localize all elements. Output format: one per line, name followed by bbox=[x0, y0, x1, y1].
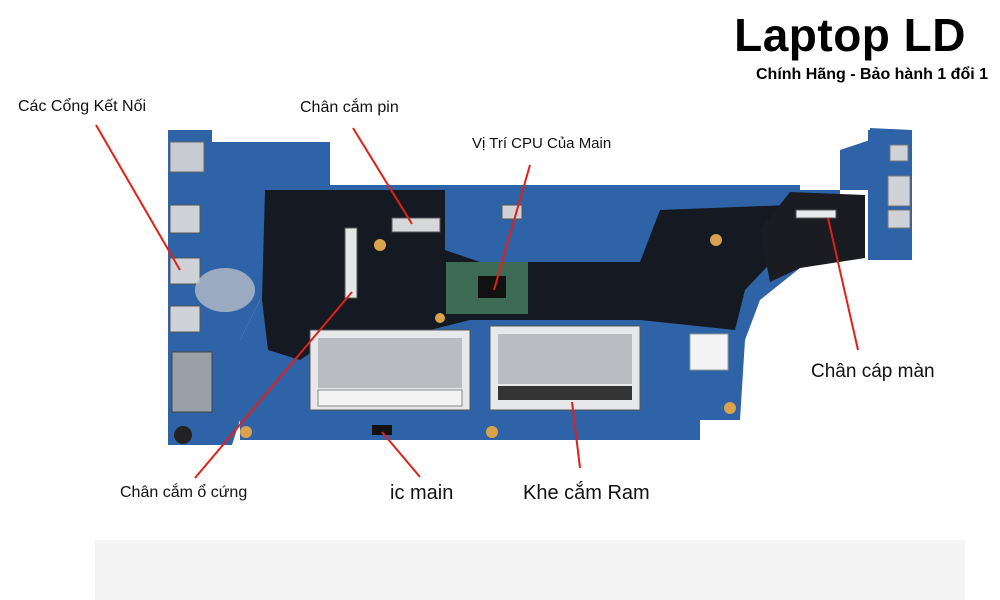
fan-connector bbox=[501, 204, 523, 220]
brand-title: Laptop LD bbox=[734, 9, 966, 61]
ram-left-heatsink bbox=[318, 338, 462, 388]
mount-hole bbox=[374, 239, 386, 251]
port-usb-2 bbox=[169, 305, 201, 333]
pointer-display bbox=[827, 217, 859, 351]
battery-connector-shape bbox=[391, 217, 441, 233]
label-display-connector: Chân cáp màn bbox=[811, 361, 935, 382]
m2-slot bbox=[344, 227, 358, 299]
board-sticker bbox=[689, 333, 729, 371]
label-cpu-location: Vị Trí CPU Của Main bbox=[472, 135, 612, 152]
ram-right-heatsink bbox=[498, 334, 632, 384]
display-connector-shape bbox=[795, 209, 837, 219]
label-main-ic: ic main bbox=[390, 482, 454, 504]
label-hdd-connector: Chân cắm ổ cứng bbox=[120, 484, 248, 501]
port-hdmi bbox=[169, 204, 201, 234]
mount-hole bbox=[435, 313, 445, 323]
pointer-hdd bbox=[194, 291, 353, 479]
background-panel bbox=[95, 540, 965, 600]
port-top bbox=[169, 141, 205, 173]
mount-hole bbox=[240, 426, 252, 438]
board-glare bbox=[195, 268, 255, 312]
label-ports: Các Cổng Kết Nối bbox=[18, 98, 147, 115]
label-ram-slot: Khe cắm Ram bbox=[523, 482, 650, 504]
pointer-cpu bbox=[493, 164, 531, 291]
pointer-battery bbox=[352, 127, 413, 225]
mount-hole bbox=[724, 402, 736, 414]
label-battery-connector: Chân cắm pin bbox=[300, 99, 399, 116]
usb-port-right bbox=[887, 175, 911, 207]
ram-left-label bbox=[317, 389, 463, 407]
port-right-lower bbox=[887, 209, 911, 229]
pointer-ram bbox=[571, 401, 581, 469]
pointer-lines bbox=[95, 124, 859, 479]
pointer-ports bbox=[95, 124, 181, 271]
pointer-ic bbox=[381, 431, 421, 478]
sd-card-slot bbox=[171, 351, 213, 413]
mount-hole bbox=[486, 426, 498, 438]
main-ic-chip bbox=[372, 425, 392, 435]
ram-right-edge bbox=[498, 386, 632, 400]
brand-subtitle: Chính Hãng - Bảo hành 1 đổi 1 bbox=[756, 66, 988, 83]
cpu-die bbox=[478, 276, 506, 298]
audio-jack bbox=[174, 426, 192, 444]
board-right-film bbox=[760, 192, 865, 282]
port-right-small bbox=[889, 144, 909, 162]
mount-hole bbox=[710, 234, 722, 246]
